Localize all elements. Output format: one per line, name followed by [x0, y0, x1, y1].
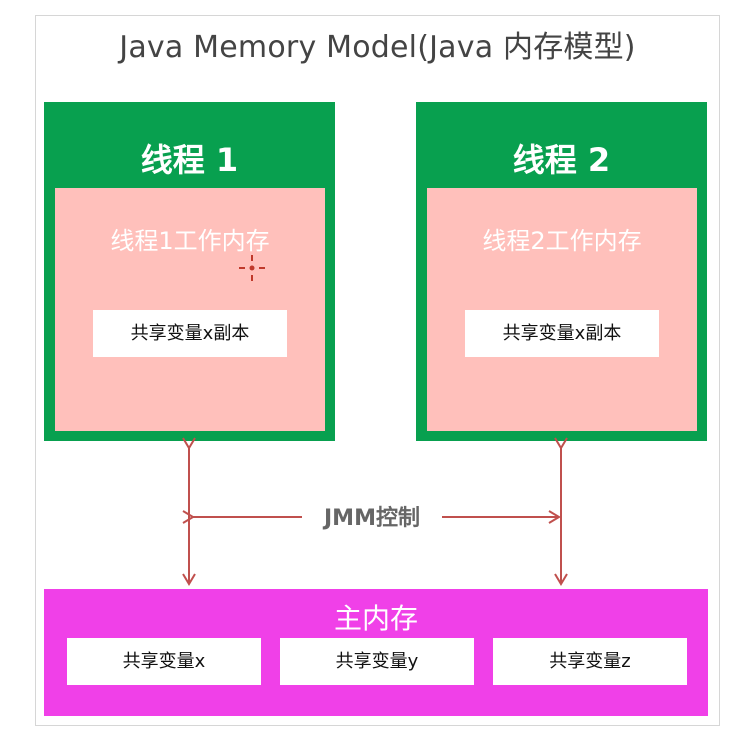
main-memory-box: 主内存 共享变量x 共享变量y 共享变量z — [44, 589, 708, 716]
thread-2-shared-x-copy: 共享变量x副本 — [465, 310, 659, 357]
shared-variable-z: 共享变量z — [493, 638, 687, 685]
diagram-title: Java Memory Model(Java 内存模型) — [119, 30, 636, 65]
thread-1-title: 线程 1 — [140, 141, 239, 179]
shared-variable-x: 共享变量x — [67, 638, 261, 685]
main-memory-title: 主内存 — [333, 602, 418, 635]
thread-2-title: 线程 2 — [512, 141, 611, 179]
thread-1-shared-x-copy: 共享变量x副本 — [93, 310, 287, 357]
thread-2-work-memory-label: 线程2工作内存 — [482, 227, 642, 255]
thread-1-box: 线程 1 线程1工作内存 共享变量x副本 — [44, 102, 335, 441]
thread-1-work-memory-label: 线程1工作内存 — [110, 227, 270, 255]
jmm-control-label: JMM控制 — [302, 505, 442, 533]
thread-1-work-memory: 线程1工作内存 共享变量x副本 — [55, 188, 325, 431]
thread-2-box: 线程 2 线程2工作内存 共享变量x副本 — [416, 102, 707, 441]
thread-2-work-memory: 线程2工作内存 共享变量x副本 — [427, 188, 697, 431]
shared-variable-y: 共享变量y — [280, 638, 474, 685]
crosshair-cursor-icon — [239, 255, 265, 281]
